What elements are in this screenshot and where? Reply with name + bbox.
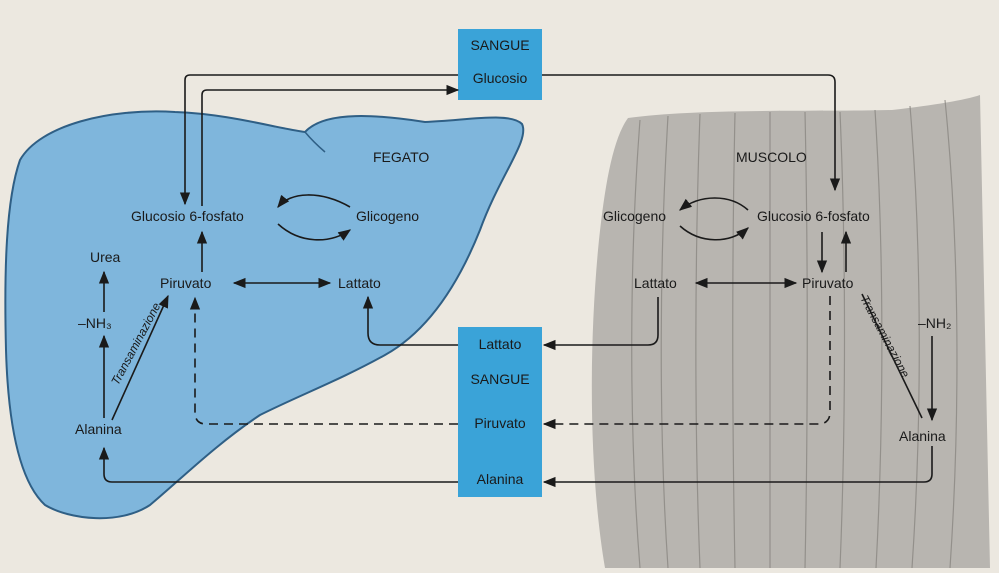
muscle-region — [592, 95, 990, 568]
liver-glycogen-label: Glicogeno — [356, 208, 419, 224]
liver-alanine-label: Alanina — [75, 421, 122, 437]
muscle-pyruvate-label: Piruvato — [802, 275, 854, 291]
liver-nh3-label: –NH₃ — [78, 315, 112, 331]
liver-glucose-6p-label: Glucosio 6-fosfato — [131, 208, 244, 224]
liver-urea-label: Urea — [90, 249, 121, 265]
muscle-title: MUSCOLO — [736, 149, 807, 165]
liver-lactate-label: Lattato — [338, 275, 381, 291]
blood-glucose-label: Glucosio — [473, 70, 528, 86]
muscle-nh2-label: –NH₂ — [918, 315, 951, 331]
blood-top-title: SANGUE — [470, 37, 529, 53]
muscle-glycogen-label: Glicogeno — [603, 208, 666, 224]
muscle-glucose-6p-label: Glucosio 6-fosfato — [757, 208, 870, 224]
muscle-lactate-label: Lattato — [634, 275, 677, 291]
liver-title: FEGATO — [373, 149, 429, 165]
blood-mid-title: SANGUE — [470, 371, 529, 387]
blood-pyruvate-label: Piruvato — [474, 415, 526, 431]
muscle-alanine-label: Alanina — [899, 428, 946, 444]
blood-alanine-label: Alanina — [477, 471, 524, 487]
blood-lactate-label: Lattato — [479, 336, 522, 352]
liver-pyruvate-label: Piruvato — [160, 275, 212, 291]
